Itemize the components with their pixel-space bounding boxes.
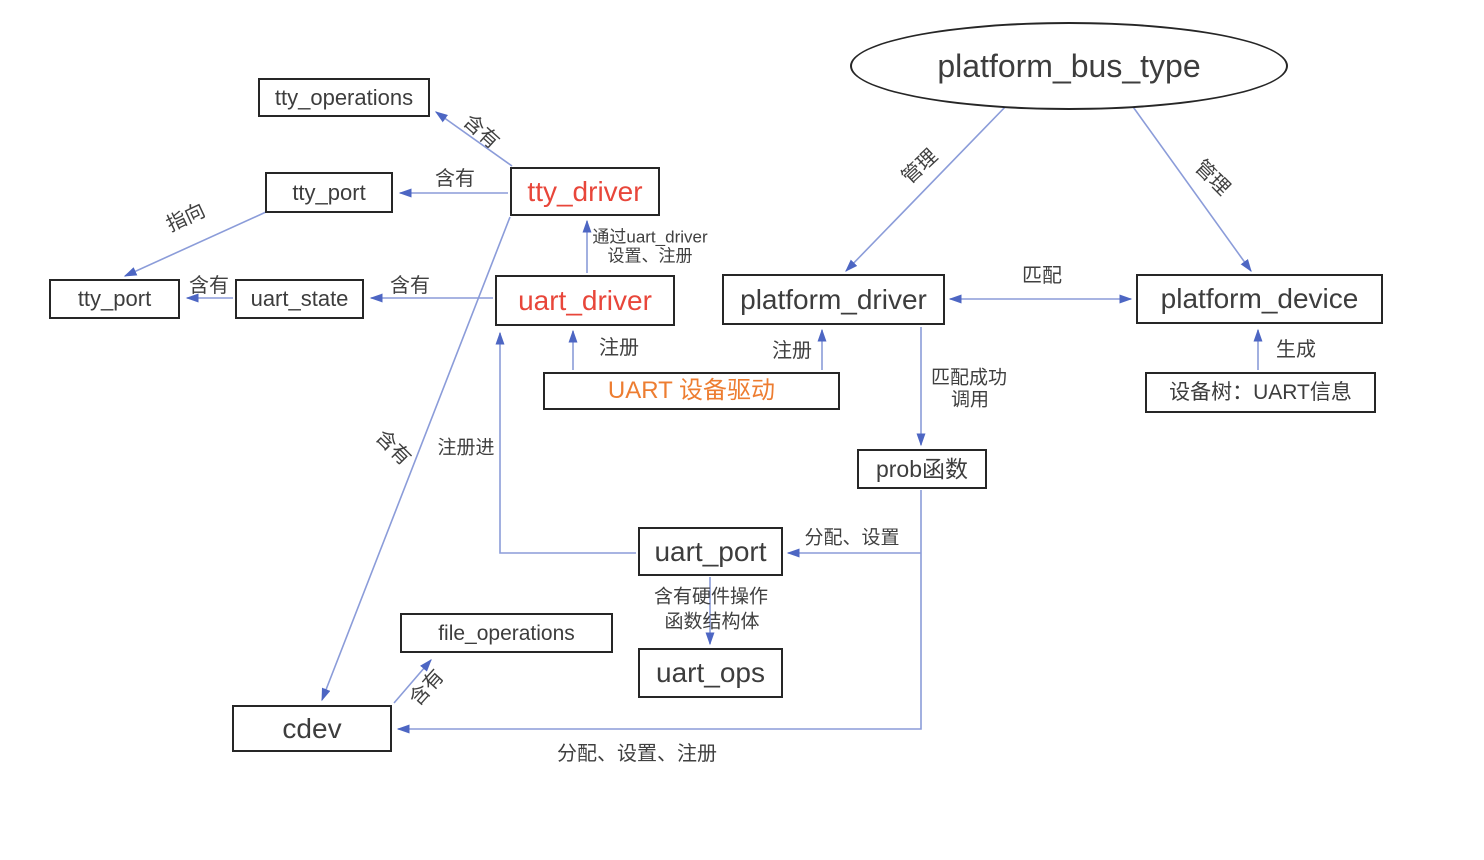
edge-bus-to-platform-device: [1130, 103, 1252, 273]
node-tty-port-top: tty_port: [265, 172, 393, 213]
node-tty-port-left: tty_port: [49, 279, 180, 319]
node-uart-driver: uart_driver: [495, 275, 675, 326]
edge-label-via-uart-driver-line1: 通过uart_driver: [592, 227, 708, 247]
edge-uart-port-to-uart-driver: [495, 331, 636, 554]
node-uart-port: uart_port: [638, 527, 783, 576]
edge-label-contains-uart-state: 含有: [390, 275, 430, 297]
node-tty-operations: tty_operations: [258, 78, 430, 117]
node-uart-ops: uart_ops: [638, 648, 783, 698]
node-tty-driver: tty_driver: [510, 167, 660, 216]
edge-label-contains-hw-line2: 函数结构体: [664, 611, 760, 633]
edge-label-contains-hw-line1: 含有硬件操作: [653, 586, 769, 608]
node-platform-device: platform_device: [1136, 274, 1383, 324]
edge-label-contains-tty-port: 含有: [435, 168, 475, 190]
edge-label-contains-tty-port-left: 含有: [189, 275, 229, 297]
edge-probe-to-cdev: [396, 490, 922, 734]
edge-label-generate: 生成: [1276, 339, 1316, 361]
edge-label-via-uart-driver-line2: 设置、注册: [607, 246, 693, 266]
node-platform-driver: platform_driver: [722, 274, 945, 325]
edge-label-match: 匹配: [1022, 265, 1062, 287]
edge-tty-port-to-tty-port-left: [123, 211, 267, 277]
edge-label-register-platform-driver: 注册: [772, 340, 812, 362]
edge-label-register-into: 注册进: [437, 437, 495, 459]
node-uart-device-driver: UART 设备驱动: [543, 372, 840, 410]
edge-tty-driver-to-cdev: [321, 216, 511, 702]
node-platform-bus-type: platform_bus_type: [850, 22, 1288, 110]
edge-cdev-to-file-operations: [393, 659, 432, 704]
edge-label-register-uart-driver: 注册: [599, 337, 639, 359]
edge-label-match-success-line1: 匹配成功: [930, 367, 1008, 389]
edge-label-alloc-setup: 分配、设置: [804, 527, 900, 549]
node-cdev: cdev: [232, 705, 392, 752]
edge-label-match-success-line2: 调用: [950, 389, 990, 411]
edge-tty-driver-to-tty-operations: [434, 111, 513, 167]
node-device-tree: 设备树：UART信息: [1145, 372, 1376, 413]
node-uart-state: uart_state: [235, 279, 364, 319]
node-file-operations: file_operations: [400, 613, 613, 653]
node-probe-function: prob函数: [857, 449, 987, 489]
edge-label-alloc-setup-register: 分配、设置、注册: [557, 743, 717, 765]
edge-bus-to-platform-driver: [845, 103, 1009, 272]
